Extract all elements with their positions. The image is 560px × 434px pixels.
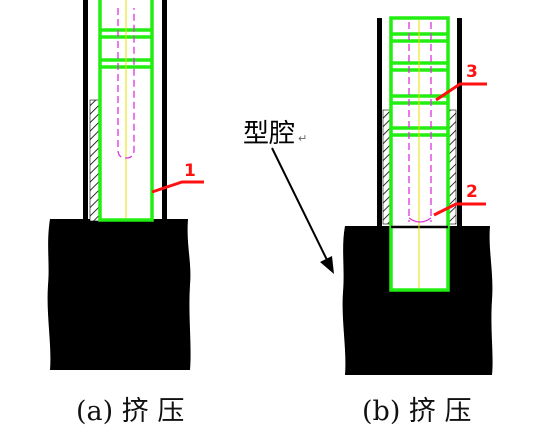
callout-label-3: 3 [466, 62, 478, 82]
sleeve-right-wall-b [457, 18, 462, 226]
cavity-label: 型腔 [243, 119, 295, 149]
core-pin-a [117, 8, 135, 159]
callout-line-1 [151, 180, 204, 194]
die-block-b [342, 226, 493, 375]
core-pin-tip-b [408, 217, 432, 223]
callout-label-2: 2 [466, 182, 478, 202]
sleeve-right-wall-a [162, 0, 167, 221]
sleeve-left-wall-b [377, 18, 382, 226]
die-block-a [47, 219, 191, 370]
cavity-arrow [271, 147, 334, 274]
caption-a: (a) 挤 压 [76, 396, 185, 427]
callout-line-3 [435, 82, 487, 102]
cavity-return-mark: ↵ [298, 132, 307, 145]
panel-b [342, 16, 493, 375]
callout-line-2 [433, 202, 486, 217]
callout-label-1: 1 [184, 161, 196, 181]
panel-a [47, 0, 204, 370]
sleeve-left-wall-a [83, 0, 88, 221]
caption-b: (b) 挤 压 [362, 396, 472, 427]
